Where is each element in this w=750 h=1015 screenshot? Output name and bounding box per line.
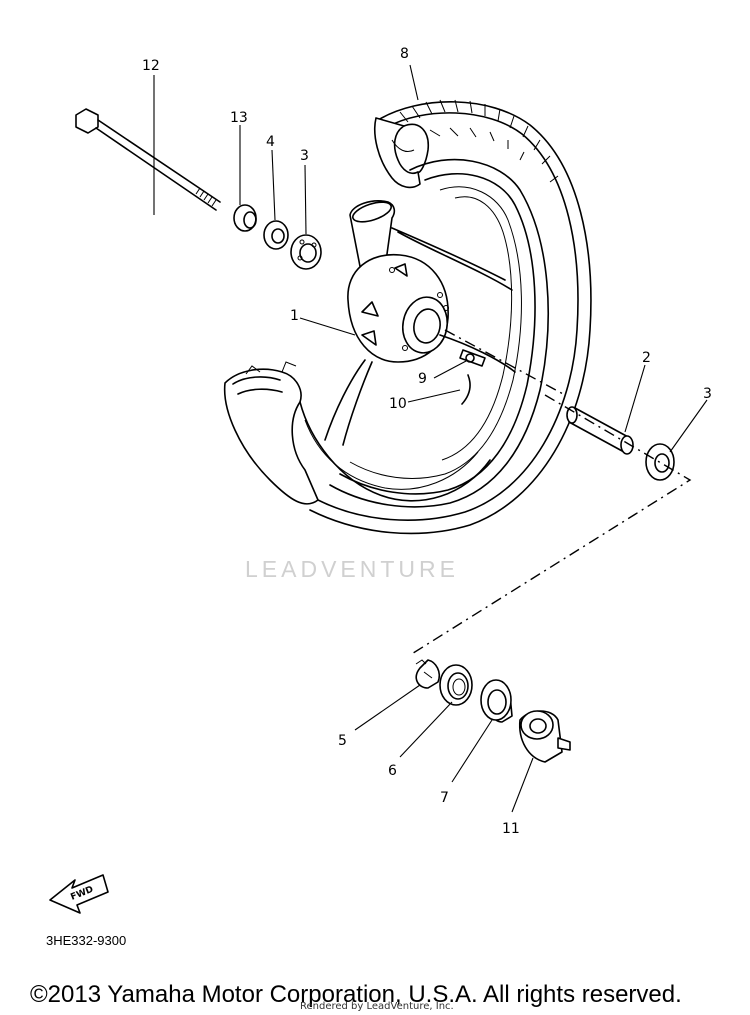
collar-small [233,204,257,232]
axle [75,108,221,211]
callout-13: 13 [230,110,248,126]
callout-2: 2 [642,350,651,366]
callout-6: 6 [388,763,397,779]
callout-3-top: 3 [300,148,309,164]
clip [415,659,441,689]
callout-12: 12 [142,58,160,74]
watermark-text: LEADVENTURE [245,556,459,582]
callout-4: 4 [266,134,275,150]
callout-7: 7 [440,790,449,806]
callout-5: 5 [338,733,347,749]
spacer [263,220,289,250]
fwd-arrow-icon: FWD [49,874,109,914]
render-credit-text: Rendered by LeadVenture, Inc. [300,1001,454,1012]
callout-11: 11 [502,821,520,837]
meter-gear-unit [519,710,571,763]
callout-3-right: 3 [703,386,712,402]
bearing-top [290,234,322,270]
valve-and-tube [459,349,486,405]
hub [324,200,516,446]
diagram-code: 3HE332-9300 [46,933,127,948]
collar [480,679,513,723]
explode-line [409,329,692,656]
oil-seal [439,664,473,706]
spacer-collar [566,406,634,455]
callout-10: 10 [389,396,407,412]
bearing-right [645,443,675,481]
leader-lines [153,64,708,813]
callout-9: 9 [418,371,427,387]
tire-and-rim [223,99,592,535]
callout-8: 8 [400,46,409,62]
callout-1: 1 [290,308,299,324]
copyright-text: ©2013 Yamaha Motor Corporation, U.S.A. A… [30,981,682,1008]
